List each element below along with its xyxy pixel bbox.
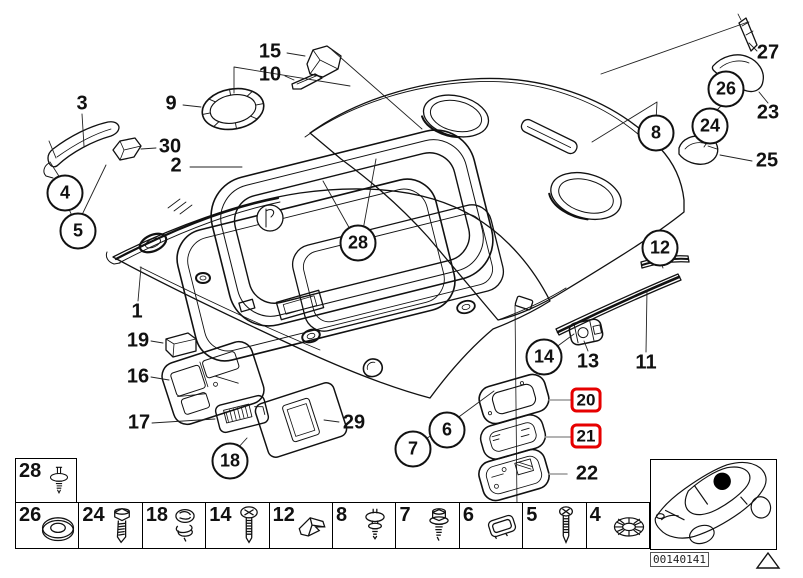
legend-cell-12[interactable]: 12 bbox=[268, 503, 332, 548]
legend-cell-label: 7 bbox=[399, 504, 411, 526]
car-roof-location-icon bbox=[654, 461, 772, 545]
legend-cell-label: 14 bbox=[209, 504, 232, 526]
pan-head-screw-icon bbox=[229, 504, 269, 548]
part-pin-27 bbox=[737, 13, 758, 52]
spring-clip-icon bbox=[292, 504, 332, 548]
hex-screw-icon bbox=[102, 504, 142, 548]
legend-cell-5[interactable]: 5 bbox=[522, 503, 585, 548]
phillips-screw-icon bbox=[546, 504, 586, 548]
lock-washer-icon bbox=[609, 504, 649, 548]
callout-10[interactable]: 10 bbox=[258, 63, 282, 86]
legend-cell-8[interactable]: 8 bbox=[332, 503, 395, 548]
callout-26[interactable]: 26 bbox=[707, 70, 745, 108]
callout-17[interactable]: 17 bbox=[127, 411, 151, 434]
part-console-bracket-16 bbox=[161, 340, 265, 426]
legend-cell-label: 24 bbox=[82, 504, 105, 526]
legend-cell-4[interactable]: 4 bbox=[585, 503, 649, 548]
part-gasket-ring bbox=[201, 87, 265, 131]
highlight-leader-lines bbox=[544, 399, 573, 475]
callout-21-highlighted[interactable]: 21 bbox=[570, 423, 602, 449]
roof-location-dot bbox=[713, 472, 731, 490]
legend-cell-18[interactable]: 18 bbox=[141, 503, 205, 548]
triangle-icon bbox=[755, 551, 781, 570]
callout-3[interactable]: 3 bbox=[76, 92, 88, 115]
legend-cell-14[interactable]: 14 bbox=[205, 503, 268, 548]
callout-1[interactable]: 1 bbox=[131, 300, 143, 323]
legend-cell-28[interactable]: 28 bbox=[15, 458, 77, 504]
part-sunroof-seal-frame bbox=[210, 129, 494, 327]
fastener-legend-row: 26 24 18 14 bbox=[15, 502, 650, 549]
callout-12[interactable]: 12 bbox=[641, 229, 679, 267]
legend-cell-label: 5 bbox=[526, 504, 538, 526]
callout-14[interactable]: 14 bbox=[525, 338, 563, 376]
callout-13[interactable]: 13 bbox=[576, 350, 600, 373]
legend-cell-7[interactable]: 7 bbox=[395, 503, 458, 548]
part-clamp bbox=[568, 318, 604, 346]
legend-cell-label: 4 bbox=[589, 504, 601, 526]
callout-5[interactable]: 5 bbox=[59, 212, 97, 250]
part-cap-19 bbox=[165, 332, 197, 358]
callout-16[interactable]: 16 bbox=[126, 365, 150, 388]
callout-24[interactable]: 24 bbox=[691, 107, 729, 145]
leader-lines bbox=[48, 21, 769, 450]
callout-22[interactable]: 22 bbox=[575, 462, 599, 485]
callout-15[interactable]: 15 bbox=[258, 40, 282, 63]
callout-20-highlighted[interactable]: 20 bbox=[570, 387, 602, 413]
expanding-rivet-icon bbox=[42, 460, 76, 504]
part-bracket-10 bbox=[291, 73, 323, 90]
legend-cell-label: 12 bbox=[272, 504, 295, 526]
callout-9[interactable]: 9 bbox=[165, 92, 177, 115]
legend-cell-6[interactable]: 6 bbox=[458, 503, 522, 548]
image-number: 00140141 bbox=[650, 552, 709, 567]
part-lamp-housing-22 bbox=[478, 448, 550, 502]
legend-cell-24[interactable]: 24 bbox=[78, 503, 141, 548]
callout-30[interactable]: 30 bbox=[158, 135, 182, 158]
callout-6[interactable]: 6 bbox=[428, 411, 466, 449]
part-lamp-stack bbox=[478, 304, 550, 506]
part-frame-pad-29 bbox=[254, 382, 348, 458]
screw-spring-washer-icon bbox=[165, 504, 205, 548]
cover-pad-icon bbox=[482, 504, 522, 548]
callout-11[interactable]: 11 bbox=[635, 351, 657, 374]
part-sunshade-panel bbox=[176, 178, 456, 362]
callout-23[interactable]: 23 bbox=[756, 101, 780, 124]
callout-25[interactable]: 25 bbox=[755, 149, 779, 172]
part-headliner-panel bbox=[105, 188, 551, 399]
flange-screw-icon bbox=[419, 504, 459, 548]
callout-7[interactable]: 7 bbox=[394, 430, 432, 468]
callout-18[interactable]: 18 bbox=[211, 442, 249, 480]
callout-27[interactable]: 27 bbox=[756, 41, 780, 64]
callout-2[interactable]: 2 bbox=[170, 154, 182, 177]
legend-cell-26[interactable]: 26 bbox=[16, 503, 78, 548]
legend-cell-label: 8 bbox=[336, 504, 348, 526]
legend-cell-label: 28 bbox=[19, 460, 42, 482]
washer-icon bbox=[38, 504, 78, 548]
legend-cell-label: 6 bbox=[462, 504, 474, 526]
callout-28[interactable]: 28 bbox=[339, 224, 377, 262]
rivet-icon bbox=[355, 504, 395, 548]
legend-cell-label: 18 bbox=[145, 504, 169, 526]
callout-8[interactable]: 8 bbox=[637, 114, 675, 152]
callout-29[interactable]: 29 bbox=[342, 411, 366, 434]
car-location-inset bbox=[650, 459, 777, 550]
part-bracket-15 bbox=[306, 45, 342, 78]
part-clip-30 bbox=[112, 137, 142, 161]
legend-cell-label: 26 bbox=[19, 504, 42, 526]
callout-19[interactable]: 19 bbox=[126, 329, 150, 352]
callout-4[interactable]: 4 bbox=[46, 174, 84, 212]
